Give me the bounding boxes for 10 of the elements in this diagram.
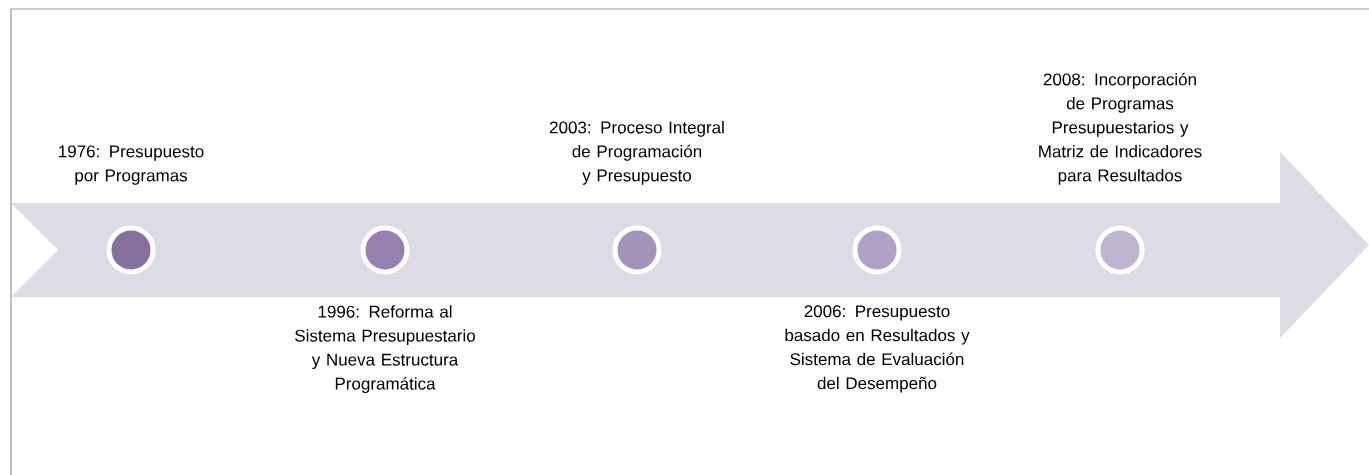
timeline-dot (1095, 225, 1145, 275)
milestone-label: 1996: Reforma al Sistema Presupuestario y Nueva Estructura Programática (295, 305, 475, 394)
timeline-dot (852, 225, 902, 275)
timeline-dot (612, 225, 662, 275)
timeline-dot (106, 225, 156, 275)
milestone-label: 2006: Presupuesto basado en Resultados y Sistema de Evaluación del Desempeño (785, 305, 970, 393)
milestone-label: 1976: Presupuesto por Programas (59, 145, 204, 185)
milestone-label: 2008: Incorporación de Programas Presupuestarios y Matriz de Indicadores para Resultados (1039, 72, 1202, 185)
timeline-dot (360, 225, 410, 275)
milestone-label: 2003: Proceso Integral de Programación y Presupuesto (550, 120, 724, 185)
